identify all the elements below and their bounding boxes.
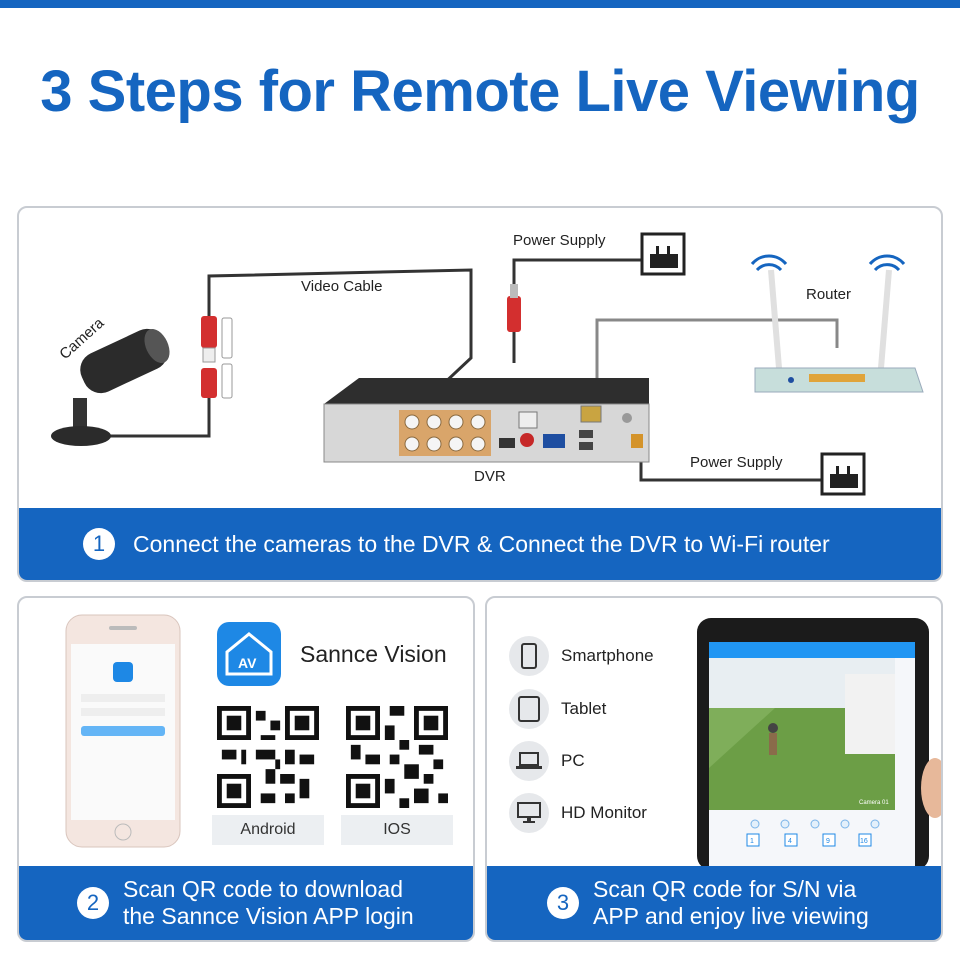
step3-panel: Smartphone Tablet PC HD Monitor Camera 0…	[485, 596, 943, 942]
step2-line2: the Sannce Vision APP login	[123, 903, 414, 929]
phone-mockup	[65, 614, 181, 848]
device-item-smartphone: Smartphone	[509, 636, 654, 676]
step1-number: 1	[83, 528, 115, 560]
power-plug-top-icon	[640, 232, 686, 276]
qr-ios-caption: IOS	[341, 815, 453, 845]
tablet-icon	[509, 689, 549, 729]
dvr-device-icon	[323, 378, 650, 463]
step2-line1: Scan QR code to download	[123, 876, 404, 902]
step1-panel: Camera	[17, 206, 943, 582]
step1-text: Connect the cameras to the DVR & Connect…	[133, 530, 830, 557]
qr-android-caption: Android	[212, 815, 324, 845]
device-label-tablet: Tablet	[561, 699, 607, 718]
device-item-hd-monitor: HD Monitor	[509, 793, 647, 833]
step3-line2: APP and enjoy live viewing	[593, 903, 869, 929]
router-label: Router	[806, 286, 852, 303]
step1-band: 1 Connect the cameras to the DVR & Conne…	[19, 508, 941, 580]
top-accent-bar	[0, 0, 960, 8]
camera-cable-line	[105, 378, 211, 438]
dvr-label: DVR	[474, 468, 506, 485]
svg-text:4: 4	[788, 838, 792, 845]
device-label-pc: PC	[561, 751, 585, 770]
smartphone-icon	[509, 636, 549, 676]
step3-line1: Scan QR code for S/N via	[593, 876, 857, 902]
page-title: 3 Steps for Remote Live Viewing	[40, 59, 920, 124]
step2-number: 2	[77, 887, 109, 919]
svg-text:1: 1	[750, 838, 754, 845]
wifi-signal-icon	[750, 254, 906, 272]
power-plug-bottom-icon	[820, 452, 866, 496]
step3-band: 3 Scan QR code for S/N via APP and enjoy…	[487, 866, 941, 940]
device-item-pc: PC	[509, 741, 585, 781]
power-cable-top-line	[512, 258, 644, 363]
step2-band: 2 Scan QR code to download the Sannce Vi…	[19, 866, 473, 940]
network-cable-line	[595, 318, 839, 383]
step2-panel: AV Sannce Vision Android IOS	[17, 596, 475, 942]
step3-number: 3	[547, 887, 579, 919]
power-supply-top-label: Power Supply	[513, 232, 606, 249]
svg-text:9: 9	[826, 838, 830, 845]
camera-icon	[51, 328, 170, 446]
app-name: Sannce Vision	[300, 641, 447, 667]
bnc-connector-icon	[201, 284, 521, 399]
tablet-mockup: Camera 01 1 4 9 16	[697, 618, 941, 870]
qr-code-android[interactable]	[217, 706, 319, 808]
svg-text:16: 16	[860, 838, 868, 845]
svg-text:AV: AV	[238, 655, 257, 671]
svg-text:Camera 01: Camera 01	[859, 800, 889, 806]
video-cable-label: Video Cable	[301, 278, 383, 295]
device-label-smartphone: Smartphone	[561, 646, 654, 665]
device-item-tablet: Tablet	[509, 689, 606, 729]
qr-code-ios[interactable]	[346, 706, 448, 808]
router-icon	[754, 269, 924, 393]
app-logo-icon: AV	[217, 622, 281, 686]
power-supply-bottom-label: Power Supply	[690, 454, 783, 471]
monitor-icon	[509, 793, 549, 833]
connection-diagram: Camera	[51, 232, 924, 496]
device-label-hd-monitor: HD Monitor	[561, 803, 647, 822]
laptop-icon	[509, 741, 549, 781]
